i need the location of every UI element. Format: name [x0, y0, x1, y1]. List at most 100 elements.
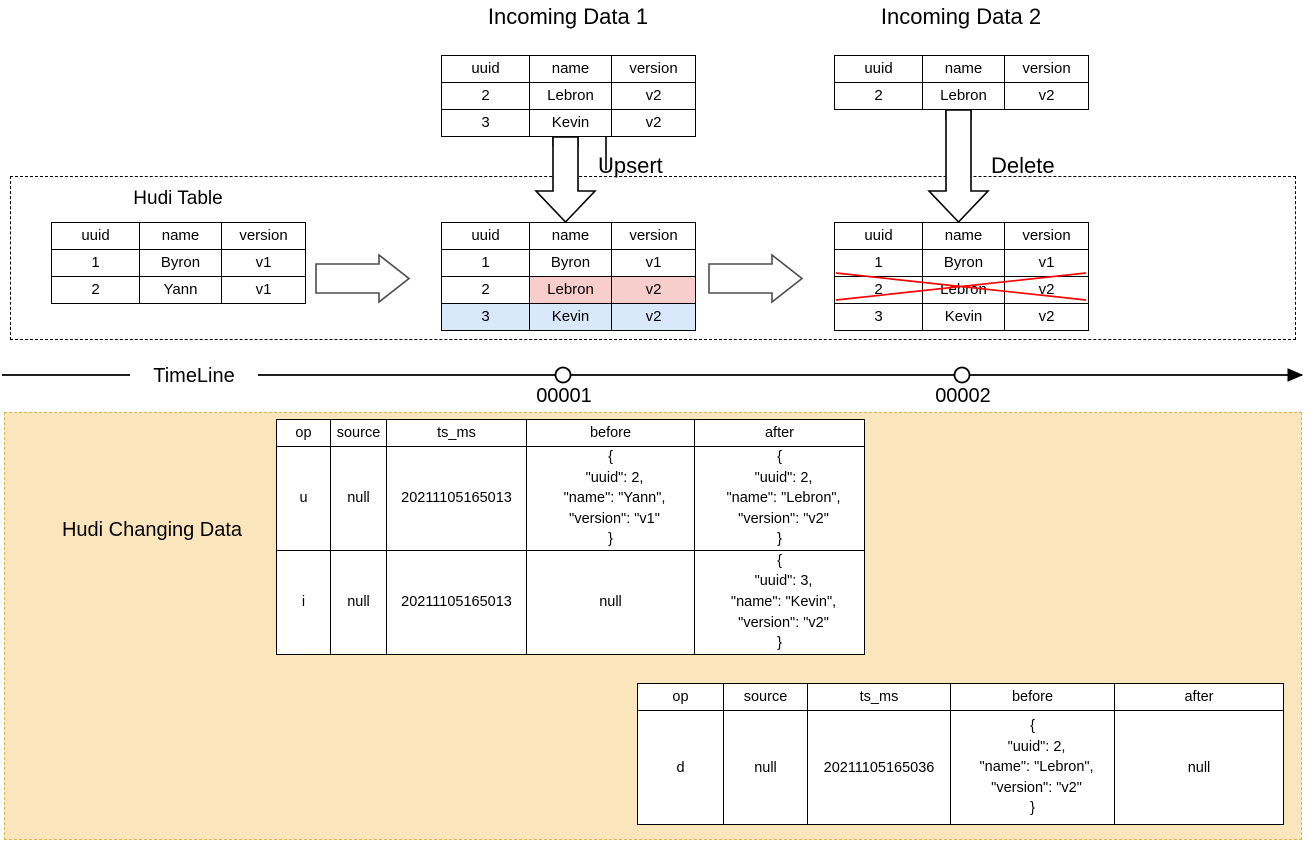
column-header-name: name	[922, 55, 1005, 83]
cell-version: v1	[221, 276, 306, 304]
column-header-version: version	[221, 222, 306, 250]
cell-version: v2	[611, 109, 696, 137]
cell-name: Byron	[139, 249, 222, 277]
hudi-table-label: Hudi Table	[133, 188, 223, 209]
cell-uuid: 3	[834, 303, 923, 331]
incoming-data-2-title: Incoming Data 2	[880, 4, 1042, 29]
table-row: 3 Kevin v2	[441, 109, 696, 137]
cell-name: Lebron	[922, 82, 1005, 110]
cell-uuid: 1	[834, 249, 923, 277]
cell-ts-ms: 20211105165013	[386, 446, 527, 551]
timeline-commit-2-marker[interactable]	[953, 366, 971, 384]
cell-version: v2	[611, 303, 696, 331]
column-header-ts-ms: ts_ms	[807, 683, 951, 711]
cell-uuid: 2	[834, 82, 923, 110]
cell-op: i	[276, 549, 331, 655]
cell-after: { "uuid": 3, "name": "Kevin", "version":…	[694, 549, 865, 655]
column-header-name: name	[529, 222, 612, 250]
cell-name: Yann	[139, 276, 222, 304]
table-row-updated: 2 Lebron v2	[441, 276, 696, 304]
cell-uuid: 2	[441, 276, 530, 304]
cell-name: Kevin	[529, 109, 612, 137]
column-header-uuid: uuid	[834, 55, 923, 83]
incoming-data-1-table: uuid name version 2 Lebron v2 3 Kevin v2	[441, 55, 696, 137]
table-row-deleted: 2 Lebron v2	[834, 276, 1089, 304]
cell-after: { "uuid": 2, "name": "Lebron", "version"…	[694, 446, 865, 551]
cell-op: u	[276, 446, 331, 551]
table-row: 2 Lebron v2	[441, 82, 696, 110]
cell-name: Kevin	[529, 303, 612, 331]
timeline-label: TimeLine	[134, 366, 254, 386]
table-header-row: op source ts_ms before after	[637, 683, 1284, 711]
table-row: d null 20211105165036 { "uuid": 2, "name…	[637, 710, 1284, 825]
hudi-changing-data-label: Hudi Changing Data	[61, 519, 243, 541]
cell-ts-ms: 20211105165036	[807, 710, 951, 825]
table-header-row: uuid name version	[441, 222, 696, 250]
table-header-row: op source ts_ms before after	[276, 419, 865, 447]
column-header-uuid: uuid	[441, 55, 530, 83]
column-header-ts-ms: ts_ms	[386, 419, 527, 447]
table-row: i null 20211105165013 null { "uuid": 3, …	[276, 549, 865, 655]
cell-version: v2	[1004, 276, 1089, 304]
cell-version: v1	[1004, 249, 1089, 277]
table-row: 2 Yann v1	[51, 276, 306, 304]
cell-source: null	[330, 549, 387, 655]
cell-version: v2	[1004, 303, 1089, 331]
timeline-commit-1-marker[interactable]	[554, 366, 572, 384]
cell-uuid: 3	[441, 303, 530, 331]
cell-name: Lebron	[922, 276, 1005, 304]
column-header-uuid: uuid	[51, 222, 140, 250]
table-row: 3 Kevin v2	[834, 303, 1089, 331]
table-header-row: uuid name version	[834, 222, 1089, 250]
cell-source: null	[723, 710, 808, 825]
cell-version: v2	[611, 82, 696, 110]
table-row: 2 Lebron v2	[834, 82, 1089, 110]
upsert-label: Upsert	[598, 153, 663, 178]
cell-name: Lebron	[529, 276, 612, 304]
table-header-row: uuid name version	[834, 55, 1089, 83]
cell-source: null	[330, 446, 387, 551]
incoming-2-connector	[945, 110, 972, 120]
changing-data-table-1: op source ts_ms before after u null 2021…	[276, 419, 865, 655]
column-header-op: op	[637, 683, 724, 711]
column-header-name: name	[139, 222, 222, 250]
table-row: 1 Byron v1	[834, 249, 1089, 277]
cell-name: Byron	[922, 249, 1005, 277]
cell-version: v2	[1004, 82, 1089, 110]
timeline-commit-2-label: 00002	[935, 385, 991, 407]
cell-ts-ms: 20211105165013	[386, 549, 527, 655]
hudi-table-after-upsert: uuid name version 1 Byron v1 2 Lebron v2…	[441, 222, 696, 331]
changing-data-table-2: op source ts_ms before after d null 2021…	[637, 683, 1284, 825]
column-header-source: source	[330, 419, 387, 447]
cell-uuid: 3	[441, 109, 530, 137]
column-header-after: after	[694, 419, 865, 447]
cell-uuid: 2	[441, 82, 530, 110]
cell-version: v1	[611, 249, 696, 277]
table-header-row: uuid name version	[51, 222, 306, 250]
cell-uuid: 1	[441, 249, 530, 277]
column-header-name: name	[922, 222, 1005, 250]
column-header-op: op	[276, 419, 331, 447]
table-row: u null 20211105165013 { "uuid": 2, "name…	[276, 446, 865, 551]
cell-uuid: 1	[51, 249, 140, 277]
table-row: 1 Byron v1	[441, 249, 696, 277]
hudi-table-after-delete: uuid name version 1 Byron v1 2 Lebron v2…	[834, 222, 1089, 331]
incoming-data-1-title: Incoming Data 1	[487, 4, 649, 29]
column-header-version: version	[611, 222, 696, 250]
column-header-before: before	[526, 419, 695, 447]
table-row: 1 Byron v1	[51, 249, 306, 277]
cell-name: Kevin	[922, 303, 1005, 331]
column-header-after: after	[1114, 683, 1284, 711]
cell-before: { "uuid": 2, "name": "Yann", "version": …	[526, 446, 695, 551]
cell-uuid: 2	[51, 276, 140, 304]
table-header-row: uuid name version	[441, 55, 696, 83]
cell-after: null	[1114, 710, 1284, 825]
column-header-before: before	[950, 683, 1115, 711]
column-header-uuid: uuid	[834, 222, 923, 250]
cell-name: Byron	[529, 249, 612, 277]
hudi-table-region	[10, 176, 1296, 340]
table-row-inserted: 3 Kevin v2	[441, 303, 696, 331]
column-header-uuid: uuid	[441, 222, 530, 250]
incoming-data-2-table: uuid name version 2 Lebron v2	[834, 55, 1089, 110]
cell-version: v2	[611, 276, 696, 304]
